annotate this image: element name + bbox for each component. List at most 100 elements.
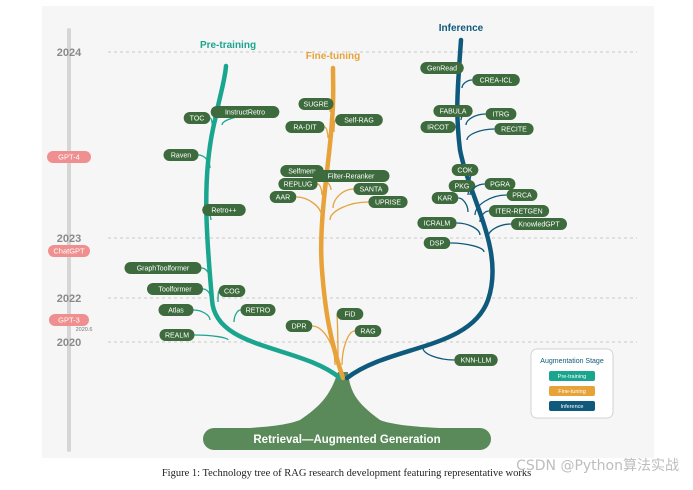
legend-title: Augmentation Stage [540, 358, 604, 365]
node-connector [341, 330, 355, 366]
method-label: CREA-ICL [480, 78, 513, 85]
method-label: DSP [430, 241, 445, 248]
method-node-realm [159, 329, 195, 341]
method-label: RAG [360, 329, 375, 336]
method-label: Selfmem [288, 169, 316, 176]
method-node-fabula [433, 105, 473, 117]
node-connector [217, 290, 220, 303]
method-node-retro- [202, 204, 246, 216]
method-label: PGRA [490, 182, 510, 189]
node-connector [332, 188, 354, 209]
method-node-ra-dit [285, 121, 325, 133]
method-label: GenRead [427, 66, 457, 73]
legend-item-label: Pre-training [558, 374, 586, 380]
method-node-prca [506, 189, 538, 201]
method-label: Filter-Reranker [328, 174, 375, 181]
method-node-toc [183, 112, 211, 124]
method-node-self-rag [335, 114, 383, 126]
method-label: KNN-LLM [461, 358, 492, 365]
method-label: COG [224, 289, 240, 296]
node-connector [469, 183, 485, 196]
node-connector [296, 196, 323, 219]
method-label: KAR [438, 196, 452, 203]
method-label: PKG [455, 184, 470, 191]
method-label: PRCA [512, 193, 532, 200]
method-label: Self-RAG [344, 118, 374, 125]
node-connector [324, 126, 329, 139]
method-label: RA-DIT [293, 125, 317, 132]
method-label: InstructRetro [225, 110, 265, 117]
method-node-rag [354, 325, 382, 337]
year-label: 2020 [57, 337, 81, 349]
figure-caption: Figure 1: Technology tree of RAG researc… [161, 468, 532, 479]
node-connector [198, 154, 211, 169]
method-label: SANTA [360, 187, 383, 194]
node-connector [465, 113, 486, 126]
method-label: KnowledGPT [518, 222, 560, 229]
node-connector [487, 223, 512, 238]
legend-swatch [549, 386, 595, 396]
method-node-genread [420, 62, 464, 74]
node-connector [193, 309, 211, 321]
year-label: 2023 [57, 233, 81, 245]
method-node-kar [431, 192, 459, 204]
year-label: 2022 [57, 293, 81, 305]
method-label: DPR [292, 324, 307, 331]
node-connector [317, 183, 323, 196]
method-label: IRCOT [427, 125, 450, 132]
method-label: ITRG [493, 112, 510, 119]
event-chatgpt-label: ChatGPT [53, 247, 85, 256]
node-connector [312, 325, 336, 366]
method-node-retro [240, 304, 276, 316]
branch-finetuning [318, 65, 346, 381]
method-label: SUGRE [304, 102, 329, 109]
method-label: REPLUG [284, 182, 313, 189]
method-label: TOC [190, 116, 205, 123]
method-node-atlas [158, 304, 194, 316]
method-node-dpr [285, 320, 313, 332]
method-node-uprise [368, 196, 408, 208]
legend-swatch [549, 401, 595, 411]
method-node-recite [494, 123, 534, 135]
stage-title-inference: Inference [439, 23, 484, 34]
legend-box [530, 348, 614, 419]
method-node-cok [451, 164, 479, 176]
method-node-knn-llm [454, 354, 498, 366]
method-label: FiD [345, 312, 356, 319]
method-node-filter-reranker [312, 170, 390, 182]
method-label: REALM [165, 333, 189, 340]
event-gpt4 [47, 151, 91, 163]
method-node-sugre [298, 98, 334, 110]
method-label: ICRALM [424, 221, 451, 228]
node-connector [329, 201, 369, 221]
method-label: Retro++ [211, 208, 236, 215]
legend-item-label: Fine-tuning [558, 389, 586, 395]
method-label: UPRISE [375, 200, 401, 207]
method-node-itrg [485, 108, 517, 120]
stage-title-pretraining: Pre-training [200, 40, 256, 51]
method-node-knowledgpt [511, 218, 567, 230]
method-label: COK [457, 168, 473, 175]
node-connector [456, 222, 481, 236]
method-label: AAR [276, 195, 290, 202]
method-label: Atlas [168, 308, 184, 315]
node-connector [461, 79, 473, 89]
watermark: CSDN @Python算法实战 [516, 458, 679, 474]
method-label: RECITE [501, 127, 527, 134]
method-node-dsp [423, 237, 451, 249]
legend-swatch [549, 371, 595, 381]
node-connector [458, 197, 469, 213]
trunk-label: Retrieval—Augmented Generation [253, 434, 440, 446]
branch-inference [344, 37, 495, 381]
node-connector [202, 288, 211, 297]
method-label: GraphToolformer [137, 266, 190, 273]
event-gpt3-date: 2020.6 [76, 327, 93, 333]
node-connector [474, 194, 507, 216]
year-label: 2024 [57, 47, 82, 59]
node-connector [333, 119, 336, 133]
method-node-iter-retgen [488, 205, 550, 217]
method-node-ircot [420, 121, 456, 133]
event-gpt3-label: GPT-3 [58, 316, 80, 325]
method-node-icralm [417, 217, 457, 229]
method-node-pgra [484, 178, 516, 190]
